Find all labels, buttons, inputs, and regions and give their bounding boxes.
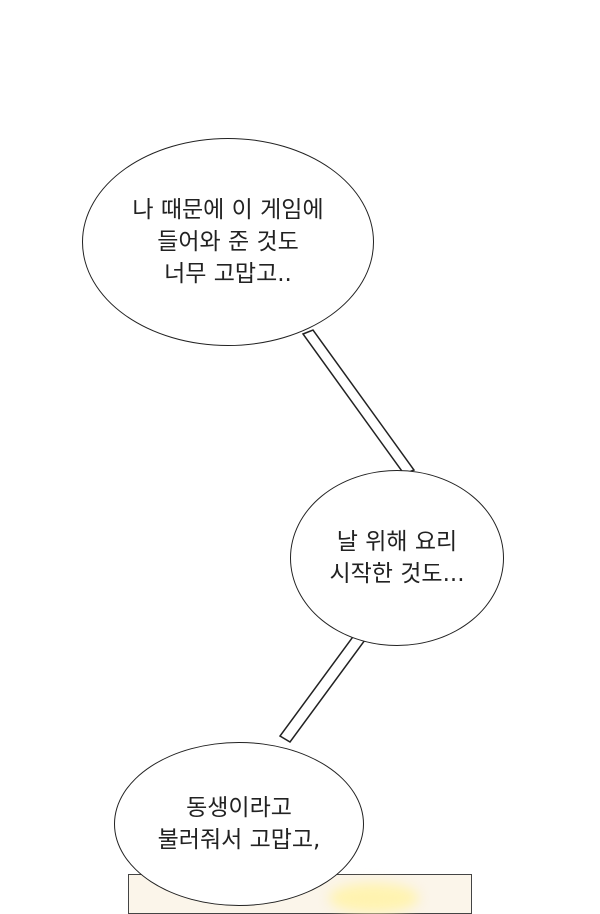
speech-bubble-3: 동생이라고 불러줘서 고맙고,: [114, 742, 364, 906]
panel-glow: [329, 883, 419, 913]
bubble-2-line-1: 날 위해 요리: [336, 529, 458, 555]
bubble-1-line-1: 나 때문에 이 게임에: [132, 197, 324, 223]
speech-bubble-2: 날 위해 요리 시작한 것도...: [290, 470, 504, 646]
bubble-2-line-2: 시작한 것도...: [329, 561, 465, 587]
bubble-1-line-3: 너무 고맙고..: [164, 261, 292, 287]
bubble-3-line-1: 동생이라고: [186, 795, 292, 821]
tail-1-2: [301, 329, 416, 475]
bubble-3-line-2: 불러줘서 고맙고,: [157, 827, 321, 853]
bubble-1-line-2: 들어와 준 것도: [157, 229, 299, 255]
tail-2-3: [278, 633, 367, 743]
speech-bubble-1: 나 때문에 이 게임에 들어와 준 것도 너무 고맙고..: [82, 138, 374, 346]
